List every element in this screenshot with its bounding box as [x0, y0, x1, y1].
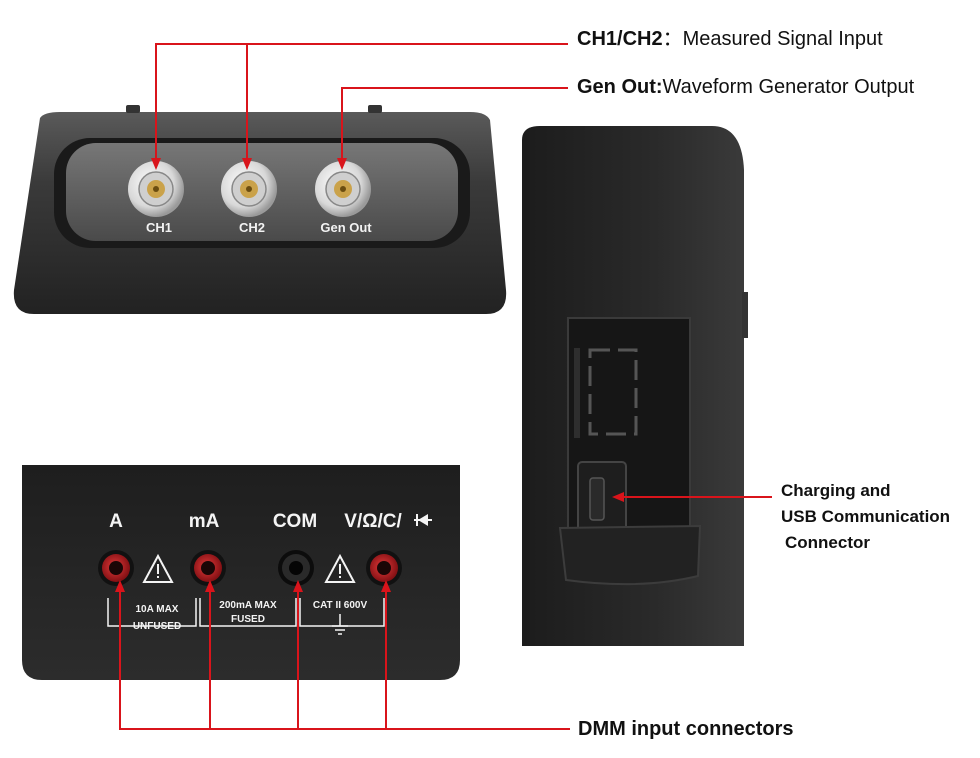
- callout-charging-line: Connector: [785, 533, 870, 552]
- usb-port: [589, 477, 605, 521]
- callout-charging-line: USB Communication: [781, 507, 951, 526]
- callout-gen-out: Gen Out:Waveform Generator Output: [577, 76, 914, 99]
- callout-ch-desc: Measured Signal Input: [682, 28, 883, 50]
- callout-charging-line: Charging and: [781, 481, 891, 500]
- bnc-ch1: [128, 161, 184, 217]
- port-label-ch2: CH2: [239, 220, 265, 235]
- callout-ch-term: CH1/CH2: [577, 28, 663, 50]
- jack-ma: [190, 550, 226, 586]
- jack-label-com: COM: [273, 511, 317, 532]
- diode-icon: [414, 514, 432, 526]
- top-input-panel: CH1 CH2 Gen Out: [13, 105, 507, 314]
- callout-ch-sep: ：: [662, 28, 683, 50]
- jack-v: [366, 550, 402, 586]
- dmm-panel: A mA COM V/Ω/C/: [22, 465, 460, 680]
- rating-ma-max: 200mA MAX: [219, 600, 277, 611]
- ground-icon: [332, 614, 348, 635]
- rating-a-max: 10A MAX: [136, 604, 179, 615]
- rating-cat: CAT II 600V: [313, 600, 368, 611]
- callout-gen-term: Gen Out:: [577, 76, 663, 98]
- jack-a: [98, 550, 134, 586]
- rating-a-fuse: UNFUSED: [133, 621, 181, 632]
- callout-ch-input: CH1/CH2：Measured Signal Input: [577, 22, 883, 51]
- port-label-ch1: CH1: [146, 220, 172, 235]
- jack-label-a: A: [109, 511, 123, 532]
- port-label-gen-out: Gen Out: [320, 220, 372, 235]
- callout-gen-desc: Waveform Generator Output: [662, 76, 915, 98]
- warning-icon: [142, 553, 174, 583]
- warning-icon: [324, 553, 356, 583]
- callout-dmm: DMM input connectors: [578, 718, 794, 740]
- jack-com: [278, 550, 314, 586]
- bnc-gen-out: [315, 161, 371, 217]
- bnc-ch2: [221, 161, 277, 217]
- rating-ma-fuse: FUSED: [231, 614, 265, 625]
- side-panel: [522, 126, 748, 646]
- jack-label-ma: mA: [189, 511, 220, 532]
- jack-label-v: V/Ω/C/: [344, 511, 402, 532]
- callout-arrows: [115, 43, 772, 730]
- callout-charging: Charging and USB Communication Connector: [781, 478, 950, 556]
